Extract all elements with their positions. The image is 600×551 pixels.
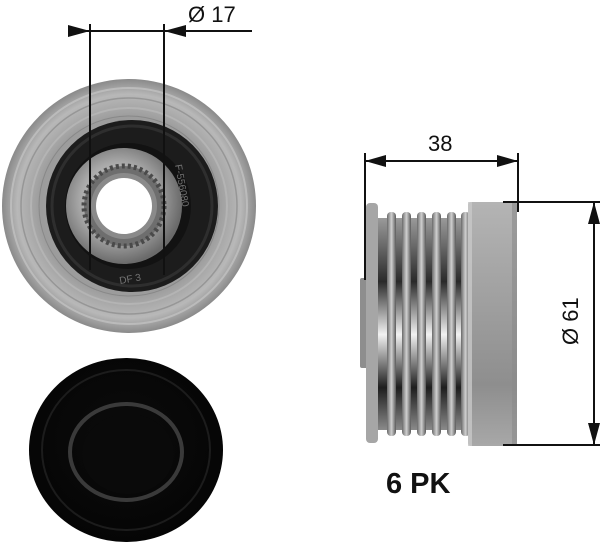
ribs bbox=[387, 212, 470, 436]
cap-view bbox=[29, 358, 223, 542]
rib-profile-label: 6 PK bbox=[386, 468, 451, 500]
center-bore bbox=[96, 178, 152, 234]
side-view bbox=[360, 202, 517, 446]
front-view: F-556080 DF 3 bbox=[2, 79, 256, 333]
width-label: 38 bbox=[428, 131, 453, 156]
outer-diameter-label: Ø 61 bbox=[558, 297, 583, 345]
dimension-bore bbox=[68, 24, 252, 275]
housing bbox=[468, 202, 517, 446]
svg-text:DF 3: DF 3 bbox=[119, 272, 143, 287]
dimension-outer-diameter bbox=[503, 201, 600, 446]
bore-diameter-label: Ø 17 bbox=[188, 2, 236, 27]
